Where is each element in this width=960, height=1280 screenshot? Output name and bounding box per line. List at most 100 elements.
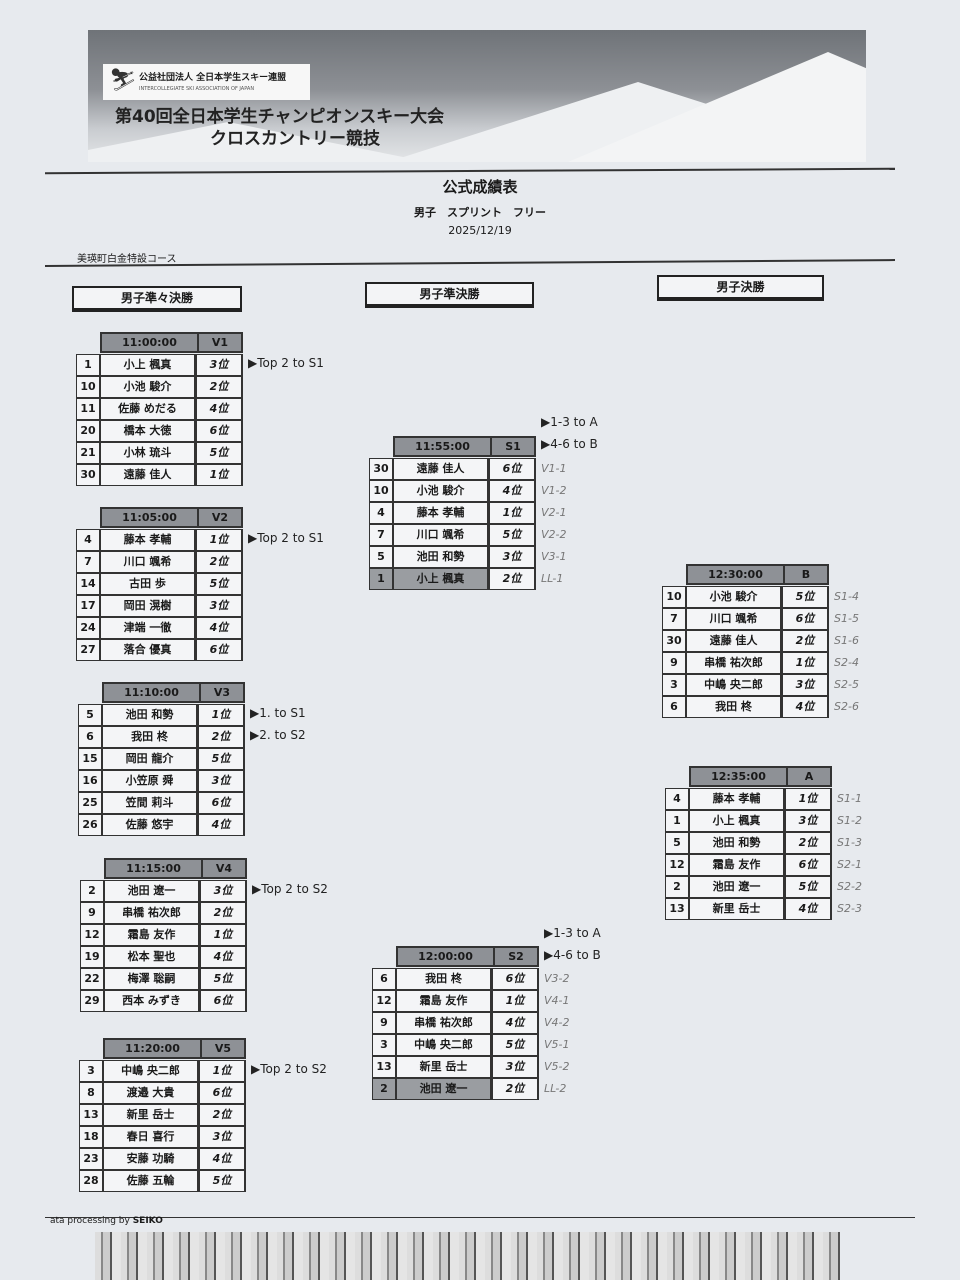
- table-row: 5 池田 和勢 1位: [78, 704, 245, 726]
- rank: 4位: [199, 946, 247, 968]
- competition-subtitle: クロスカントリー競技: [210, 129, 380, 149]
- athlete-name: 小上 楓真: [100, 354, 195, 376]
- heat-id: S2: [508, 950, 524, 963]
- rank: 5位: [784, 876, 832, 898]
- athlete-name: 遠藤 佳人: [393, 458, 488, 480]
- bib-number: 25: [78, 792, 102, 814]
- athlete-name: 新里 岳士: [103, 1104, 198, 1126]
- qualification-ref: S2-4: [834, 656, 859, 669]
- rank: 4位: [197, 814, 245, 836]
- table-row: 14 古田 歩 5位: [76, 573, 243, 595]
- table-row: 20 橋本 大徳 6位: [76, 420, 243, 442]
- footer-image: [95, 1232, 840, 1280]
- table-row: 4 藤本 孝輔 1位: [665, 788, 832, 810]
- qualification-ref: V2-1: [541, 506, 567, 519]
- table-row: 5 池田 和勢 2位: [665, 832, 832, 854]
- rank: 3位: [199, 880, 247, 902]
- advancement-note: ▶1-3 to A: [544, 926, 601, 940]
- rank: 5位: [197, 748, 245, 770]
- org-name-en: INTERCOLLEGIATE SKI ASSOCIATION OF JAPAN: [139, 86, 255, 92]
- table-row: 6 我田 柊 4位: [662, 696, 829, 718]
- rank: 4位: [488, 480, 536, 502]
- athlete-name: 古田 歩: [100, 573, 195, 595]
- athlete-name: 岡田 滉樹: [100, 595, 195, 617]
- bib-number: 12: [665, 854, 689, 876]
- bib-number: 13: [79, 1104, 103, 1126]
- table-row: 13 新里 岳士 3位: [372, 1056, 539, 1078]
- athlete-name: 小林 琉斗: [100, 442, 195, 464]
- table-row: 7 川口 颯希 6位: [662, 608, 829, 630]
- athlete-name: 落合 優真: [100, 639, 195, 661]
- athlete-name: 池田 和勢: [102, 704, 197, 726]
- rank: 4位: [491, 1012, 539, 1034]
- advancement-note: ▶4-6 to B: [544, 948, 601, 962]
- heat-start-time: 11:05:00: [102, 509, 199, 526]
- qualification-ref: S1-5: [834, 612, 859, 625]
- table-row: 13 新里 岳士 2位: [79, 1104, 246, 1126]
- rank: 2位: [195, 376, 243, 398]
- table-row: 19 松本 聖也 4位: [80, 946, 247, 968]
- heat-header: 12:35:00 A: [689, 766, 832, 787]
- rank: 2位: [197, 726, 245, 748]
- rank: 5位: [195, 573, 243, 595]
- rank: 1位: [784, 788, 832, 810]
- athlete-name: 串橋 祐次郎: [104, 902, 199, 924]
- bib-number: 20: [76, 420, 100, 442]
- heat-id: V1: [211, 336, 229, 349]
- bib-number: 14: [76, 573, 100, 595]
- qualification-ref: S2-2: [837, 880, 862, 893]
- table-row: 10 小池 駿介 4位: [369, 480, 536, 502]
- section-semifinal: 男子準決勝: [365, 282, 534, 306]
- qualification-ref: S2-6: [834, 700, 859, 713]
- qualification-ref: S1-4: [834, 590, 859, 603]
- bib-number: 30: [369, 458, 393, 480]
- bib-number: 5: [665, 832, 689, 854]
- heat-start-time: 11:15:00: [106, 860, 203, 877]
- bib-number: 10: [76, 376, 100, 398]
- athlete-name: 橋本 大徳: [100, 420, 195, 442]
- competition-title: 第40回全日本学生チャンピオンスキー大会: [115, 107, 445, 127]
- rank: 5位: [781, 586, 829, 608]
- rank: 1位: [781, 652, 829, 674]
- heat-start-time: 11:55:00: [395, 438, 492, 455]
- advancement-note: ▶Top 2 to S2: [252, 882, 328, 896]
- bib-number: 4: [76, 529, 100, 551]
- rank: 1位: [197, 704, 245, 726]
- qualification-ref: S1-6: [834, 634, 859, 647]
- rank: 5位: [199, 968, 247, 990]
- athlete-name: 串橋 祐次郎: [686, 652, 781, 674]
- qualification-ref: S2-1: [837, 858, 862, 871]
- bib-number: 28: [79, 1170, 103, 1192]
- divider: [45, 1217, 915, 1218]
- heat-start-time: 12:30:00: [688, 566, 785, 583]
- rank: 2位: [198, 1104, 246, 1126]
- athlete-name: 池田 遼一: [689, 876, 784, 898]
- rank: 4位: [781, 696, 829, 718]
- bib-number: 8: [79, 1082, 103, 1104]
- athlete-name: 小上 楓真: [393, 568, 488, 590]
- athlete-name: 小上 楓真: [689, 810, 784, 832]
- bib-number: 6: [78, 726, 102, 748]
- bib-number: 1: [665, 810, 689, 832]
- athlete-name: 川口 颯希: [393, 524, 488, 546]
- athlete-name: 松本 聖也: [104, 946, 199, 968]
- rank: 3位: [784, 810, 832, 832]
- table-row: 25 笠間 莉斗 6位: [78, 792, 245, 814]
- bib-number: 26: [78, 814, 102, 836]
- heat-header: 11:55:00 S1: [393, 436, 536, 457]
- table-row: 27 落合 優真 6位: [76, 639, 243, 661]
- athlete-name: 中嶋 央二郎: [103, 1060, 198, 1082]
- bib-number: 19: [80, 946, 104, 968]
- rank: 4位: [198, 1148, 246, 1170]
- table-row: 29 西本 みずき 6位: [80, 990, 247, 1012]
- bib-number: 5: [369, 546, 393, 568]
- advancement-note: ▶Top 2 to S2: [251, 1062, 327, 1076]
- athlete-name: 池田 和勢: [393, 546, 488, 568]
- rank: 4位: [195, 398, 243, 420]
- table-row: 24 津端 一徹 4位: [76, 617, 243, 639]
- bib-number: 9: [80, 902, 104, 924]
- table-row: 17 岡田 滉樹 3位: [76, 595, 243, 617]
- bib-number: 29: [80, 990, 104, 1012]
- bib-number: 15: [78, 748, 102, 770]
- athlete-name: 佐藤 めだる: [100, 398, 195, 420]
